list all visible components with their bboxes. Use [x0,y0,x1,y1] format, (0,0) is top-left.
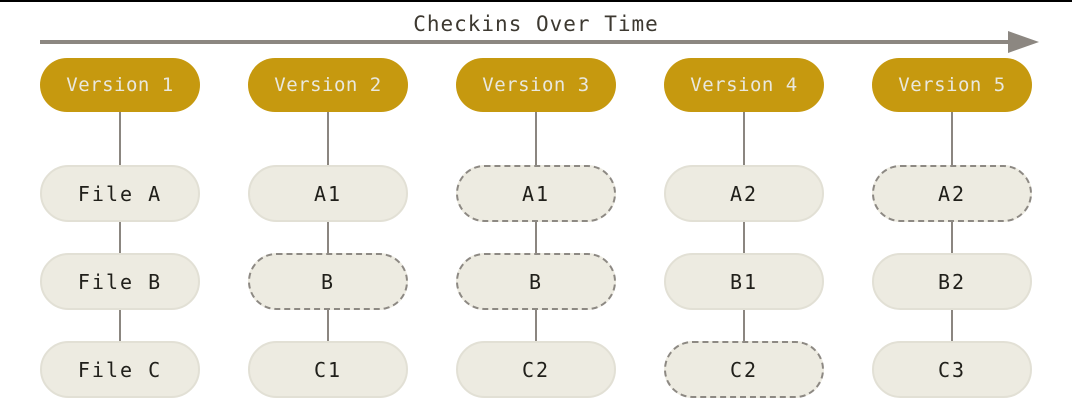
file-label: A1 [521,181,551,206]
version-pill: Version 3 [456,58,616,112]
version-label: Version 2 [274,74,382,96]
file-label: B1 [729,269,759,294]
file-pill: A2 [664,165,824,222]
file-pill: C2 [664,341,824,398]
version-label: Version 3 [482,74,590,96]
connector-line [119,310,121,341]
version-column-4: Version 4 A2 B1 C2 [664,58,824,398]
connector-line [535,222,537,253]
connector-line [327,310,329,341]
connector-line [951,310,953,341]
file-label: B [320,269,336,294]
diagram-title: Checkins Over Time [413,12,659,36]
connector-line [327,222,329,253]
connector-line [951,222,953,253]
version-columns: Version 1 File A File B File C Version 2… [0,58,1072,398]
version-pill: Version 4 [664,58,824,112]
version-label: Version 1 [66,74,174,96]
timeline-arrow-line [40,40,1010,44]
file-label: B [528,269,544,294]
file-pill: A2 [872,165,1032,222]
file-pill: B [248,253,408,310]
version-pill: Version 1 [40,58,200,112]
file-pill: C1 [248,341,408,398]
connector-line [743,310,745,341]
timeline-arrowhead-icon [1008,31,1039,53]
connector-line [535,310,537,341]
file-label: B2 [937,269,967,294]
file-pill: File C [40,341,200,398]
file-label: C1 [313,357,343,382]
connector-line [327,112,329,165]
version-column-1: Version 1 File A File B File C [40,58,200,398]
file-label: C3 [937,357,967,382]
version-label: Version 5 [898,74,1006,96]
file-label: A1 [313,181,343,206]
version-column-5: Version 5 A2 B2 C3 [872,58,1032,398]
connector-line [743,112,745,165]
file-pill: C2 [456,341,616,398]
file-label: File B [77,269,163,294]
connector-line [743,222,745,253]
file-label: File C [77,357,163,382]
file-label: A2 [729,181,759,206]
version-column-2: Version 2 A1 B C1 [248,58,408,398]
file-pill: A1 [248,165,408,222]
connector-line [119,222,121,253]
connector-line [535,112,537,165]
file-pill: B [456,253,616,310]
version-pill: Version 2 [248,58,408,112]
file-pill: A1 [456,165,616,222]
connector-line [119,112,121,165]
file-label: File A [77,181,163,206]
top-border-rule [0,0,1072,2]
file-label: A2 [937,181,967,206]
connector-line [951,112,953,165]
file-pill: B1 [664,253,824,310]
version-label: Version 4 [690,74,798,96]
version-column-3: Version 3 A1 B C2 [456,58,616,398]
file-pill: File B [40,253,200,310]
file-label: C2 [521,357,551,382]
version-pill: Version 5 [872,58,1032,112]
file-pill: C3 [872,341,1032,398]
file-pill: B2 [872,253,1032,310]
file-pill: File A [40,165,200,222]
file-label: C2 [729,357,759,382]
